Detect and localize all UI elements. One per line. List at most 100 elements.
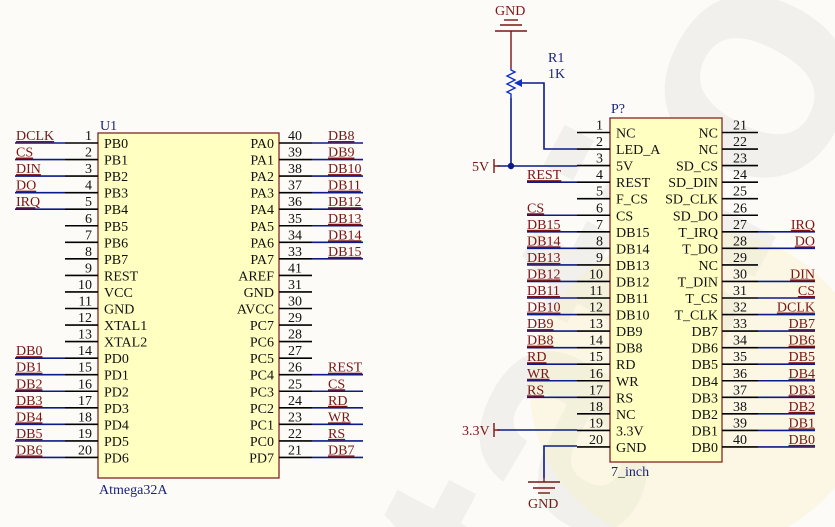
u1-body[interactable] <box>97 132 280 479</box>
pin-number: 36 <box>733 367 747 382</box>
pin-number: 13 <box>78 328 92 343</box>
pin-name: PC3 <box>250 385 274 400</box>
pin-3[interactable]: 35V <box>577 152 633 175</box>
pin-19[interactable]: 193.3V <box>577 416 644 439</box>
pin-number: 16 <box>78 377 92 392</box>
pin-number: 18 <box>78 410 92 425</box>
pin-name: PB7 <box>104 253 128 268</box>
pin-name: NC <box>616 408 635 423</box>
pin-1[interactable]: 1NC <box>577 119 635 142</box>
pin-5[interactable]: 5F_CS <box>577 185 648 208</box>
p-body[interactable] <box>609 117 723 463</box>
pin-name: PD4 <box>104 418 129 433</box>
pin-name: T_DO <box>682 242 718 257</box>
gnd-bottom-label: GND <box>528 497 558 512</box>
potentiometer-r1[interactable]: R1 1K <box>505 51 565 98</box>
p-part-name: 7_inch <box>611 465 649 480</box>
pin-number: 34 <box>288 228 302 243</box>
pin-number: 2 <box>596 135 603 150</box>
pin-name: DB8 <box>616 342 642 357</box>
pin-name: DB15 <box>616 226 649 241</box>
